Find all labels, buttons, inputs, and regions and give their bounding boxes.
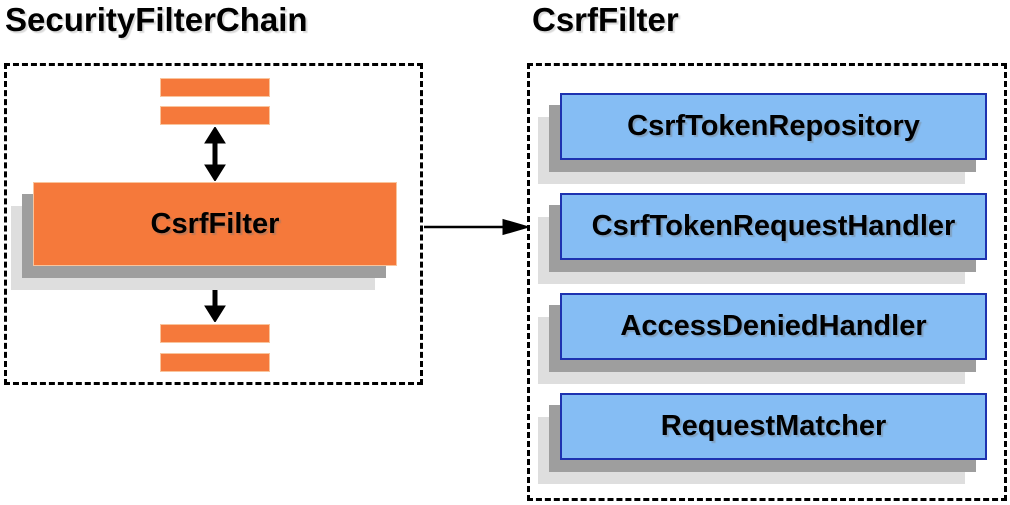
filter-placeholder-bar xyxy=(160,324,270,343)
bidirectional-arrow-icon xyxy=(204,127,226,181)
csrf-filter-panel xyxy=(527,63,1007,501)
csrf-token-request-handler-box: CsrfTokenRequestHandler xyxy=(538,193,987,284)
access-denied-handler-box: AccessDeniedHandler xyxy=(538,293,987,384)
filter-placeholder-bar xyxy=(160,106,270,125)
security-filter-chain-title: SecurityFilterChain xyxy=(5,1,308,38)
filter-placeholder-bar xyxy=(160,78,270,97)
component-label: CsrfTokenRequestHandler xyxy=(560,193,987,260)
csrf-token-repository-box: CsrfTokenRepository xyxy=(538,93,987,184)
component-label: CsrfTokenRepository xyxy=(560,93,987,160)
csrf-filter-node: CsrfFilter xyxy=(11,182,397,290)
component-label: RequestMatcher xyxy=(560,393,987,460)
csrf-filter-node-label: CsrfFilter xyxy=(33,182,397,266)
request-matcher-box: RequestMatcher xyxy=(538,393,987,484)
security-filter-chain-panel xyxy=(4,63,423,385)
flow-arrow-icon xyxy=(424,218,529,236)
component-label: AccessDeniedHandler xyxy=(560,293,987,360)
csrf-filter-title: CsrfFilter xyxy=(532,1,679,38)
filter-placeholder-bar xyxy=(160,353,270,372)
